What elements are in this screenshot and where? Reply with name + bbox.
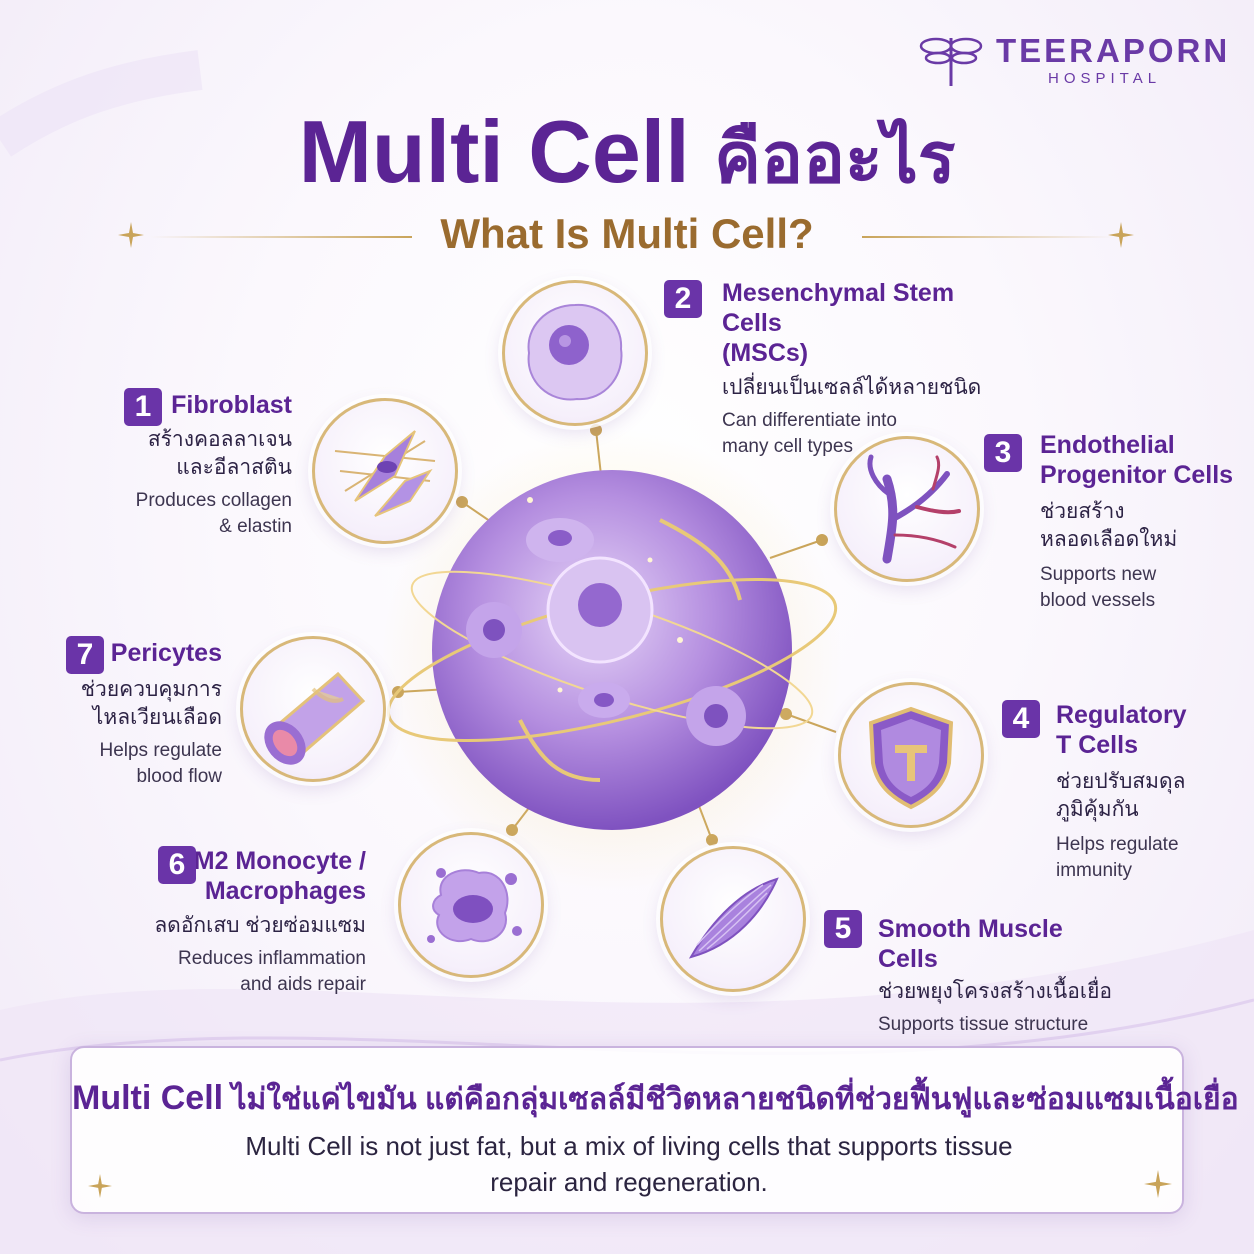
- cell-info-smooth-muscle: 5 Smooth Muscle Cells ช่วยพยุงโครงสร้างเ…: [824, 910, 1124, 1038]
- summary-line: Multi Cell is not just fat, but a mix of…: [245, 1131, 1013, 1161]
- cell-thai: ไหลเวียนเลือด: [92, 706, 222, 729]
- cell-thai: ช่วยควบคุมการ: [80, 678, 222, 701]
- cell-thai: ช่วยปรับสมดุล: [1056, 770, 1186, 793]
- badge-number: 2: [664, 280, 702, 318]
- stem-cell-icon: [502, 280, 648, 426]
- dragonfly-logo-icon: [919, 37, 983, 86]
- cell-desc: Can differentiate into: [722, 410, 897, 431]
- fibroblast-icon: [312, 398, 458, 544]
- badge-number: 3: [984, 434, 1022, 472]
- cell-thai: ช่วยพยุงโครงสร้างเนื้อเยื่อ: [878, 980, 1112, 1003]
- cell-desc: immunity: [1056, 860, 1133, 881]
- macrophage-icon: [398, 832, 544, 978]
- blood-vessel-icon: [834, 436, 980, 582]
- cell-info-macrophage: 6 M2 Monocyte / Macrophages ลดอักเสบ ช่ว…: [120, 846, 366, 998]
- cell-desc: Supports new: [1040, 564, 1157, 585]
- cell-desc: Reduces inflammation: [178, 948, 366, 969]
- cell-name: Smooth Muscle Cells: [878, 915, 1063, 973]
- cell-name: Fibroblast: [171, 391, 292, 419]
- cell-name: Progenitor Cells: [1040, 461, 1234, 489]
- title-en: Multi Cell: [298, 102, 690, 201]
- page-title: Multi Cell คืออะไร: [0, 102, 1254, 201]
- cell-thai: ช่วยสร้าง: [1040, 500, 1125, 523]
- summary-box: Multi Cell ไม่ใช่แค่ไขมัน แต่คือกลุ่มเซล…: [70, 1046, 1239, 1214]
- muscle-fiber-icon: [660, 846, 806, 992]
- cell-desc: Helps regulate: [99, 740, 222, 761]
- sparkle-icon: [1144, 1170, 1172, 1198]
- cell-desc: and aids repair: [240, 974, 366, 995]
- cell-name: Mesenchymal Stem Cells: [722, 279, 955, 337]
- sparkle-icon: [88, 1174, 112, 1198]
- cell-desc: & elastin: [219, 516, 292, 537]
- badge-number: 6: [158, 846, 196, 884]
- cell-name: (MSCs): [722, 339, 809, 367]
- cell-name: Regulatory: [1056, 701, 1187, 729]
- cell-desc: many cell types: [722, 436, 853, 457]
- summary-heading: Multi Cell ไม่ใช่แค่ไขมัน แต่คือกลุ่มเซล…: [72, 1076, 1239, 1123]
- summary-heading-en: Multi Cell: [72, 1079, 224, 1117]
- summary-heading-th: ไม่ใช่แค่ไขมัน แต่คือกลุ่มเซลล์มีชีวิตหล…: [231, 1083, 1239, 1116]
- badge-number: 4: [1002, 700, 1040, 738]
- divider-left: [150, 236, 412, 238]
- badge-number: 5: [824, 910, 862, 948]
- cell-desc: blood vessels: [1040, 590, 1156, 611]
- cell-desc: Produces collagen: [135, 490, 292, 511]
- cell-thai: ลดอักเสบ ช่วยซ่อมแซม: [154, 914, 366, 937]
- badge-number: 7: [66, 636, 104, 674]
- cell-name: Macrophages: [204, 877, 366, 905]
- brand-name: TEERAPORN: [996, 32, 1231, 69]
- cell-info-fibroblast: 1 Fibroblast สร้างคอลลาเจน และอีลาสติน P…: [80, 388, 292, 540]
- cell-info-treg: 4 Regulatory T Cells ช่วยปรับสมดุล ภูมิค…: [1002, 700, 1232, 884]
- sparkle-icon: [1108, 222, 1134, 248]
- cell-info-pericytes: 7 Pericytes ช่วยควบคุมการ ไหลเวียนเลือด …: [36, 636, 222, 790]
- cell-thai: หลอดเลือดใหม่: [1040, 528, 1178, 551]
- summary-line: repair and regeneration.: [490, 1167, 768, 1197]
- cell-name: Pericytes: [110, 639, 222, 667]
- cell-thai: และอีลาสติน: [176, 456, 292, 479]
- brand-subtitle: HOSPITAL: [1048, 70, 1162, 87]
- cell-thai: เปลี่ยนเป็นเซลล์ได้หลายชนิด: [722, 376, 982, 399]
- cell-desc: blood flow: [136, 766, 222, 787]
- cell-info-msc: 2 Mesenchymal Stem Cells (MSCs) เปลี่ยนเ…: [664, 278, 1004, 460]
- summary-body: Multi Cell is not just fat, but a mix of…: [192, 1128, 1066, 1200]
- cell-info-endothelial: 3 Endothelial Progenitor Cells ช่วยสร้าง…: [984, 430, 1234, 614]
- cell-thai: สร้างคอลลาเจน: [147, 428, 292, 451]
- cell-desc: Helps regulate: [1056, 834, 1179, 855]
- sparkle-icon: [118, 222, 144, 248]
- cell-name: Endothelial: [1040, 431, 1175, 459]
- cell-name: T Cells: [1056, 731, 1138, 759]
- title-th: คืออะไร: [714, 119, 956, 197]
- cell-desc: Supports tissue structure: [878, 1014, 1089, 1035]
- divider-right: [862, 236, 1114, 238]
- page-subtitle: What Is Multi Cell?: [440, 210, 814, 257]
- cell-name: M2 Monocyte /: [193, 847, 366, 875]
- vessel-tube-icon: [240, 636, 386, 782]
- badge-number: 1: [124, 388, 162, 426]
- hospital-logo: TEERAPORN HOSPITAL: [918, 30, 1228, 90]
- shield-icon: [838, 682, 984, 828]
- cell-thai: ภูมิคุ้มกัน: [1056, 798, 1139, 821]
